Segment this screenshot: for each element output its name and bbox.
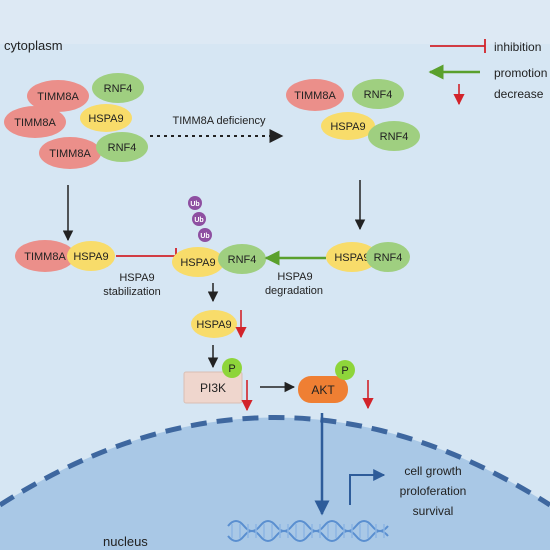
protein-pi3k-label: PI3K <box>200 381 226 395</box>
dna-helix <box>227 520 389 542</box>
legend-inhibition-label: inhibition <box>494 40 541 54</box>
nucleus-region <box>0 417 550 550</box>
legend-promotion-label: promotion <box>494 66 547 80</box>
stabilization-label-line2: stabilization <box>103 286 160 298</box>
complex-hspa9-rnf4: HSPA9 RNF4 <box>326 242 410 272</box>
protein-hspa9 <box>321 112 375 140</box>
nucleus-label: nucleus <box>103 534 148 549</box>
protein-timm8a <box>286 79 344 111</box>
protein-rnf4 <box>368 121 420 151</box>
complex-hspa9-rnf4-ubiquitinated: HSPA9 RNF4 <box>172 244 266 277</box>
phospho-akt <box>335 360 355 380</box>
protein-timm8a <box>4 106 66 138</box>
protein-hspa9-label: HSPA9 <box>88 113 123 125</box>
protein-hspa9-label: HSPA9 <box>73 251 108 263</box>
protein-hspa9-label: HSPA9 <box>196 319 231 331</box>
legend-decrease-label: decrease <box>494 87 544 101</box>
protein-hspa9-free <box>191 310 237 338</box>
legend: inhibition promotion decrease <box>428 39 547 106</box>
cytoplasm-label: cytoplasm <box>4 38 63 53</box>
ubiquitin-label: Ub <box>194 217 203 224</box>
protein-pi3k <box>183 371 243 404</box>
protein-rnf4-label: RNF4 <box>228 254 257 266</box>
ubiquitin-bead <box>192 212 206 226</box>
protein-hspa9 <box>172 247 224 277</box>
protein-rnf4-label: RNF4 <box>104 83 133 95</box>
protein-rnf4-label: RNF4 <box>364 89 393 101</box>
protein-akt-label: AKT <box>311 383 335 397</box>
outcome-proliferation: proloferation <box>400 484 467 498</box>
protein-rnf4-label: RNF4 <box>374 252 403 264</box>
complex-timm8a-hspa9: TIMM8A HSPA9 <box>15 240 115 272</box>
protein-rnf4 <box>92 73 144 103</box>
phospho-pi3k <box>222 358 242 378</box>
protein-timm8a-label: TIMM8A <box>37 91 79 103</box>
protein-hspa9-label: HSPA9 <box>334 252 369 264</box>
phospho-label: P <box>341 365 348 377</box>
protein-rnf4 <box>218 244 266 274</box>
protein-timm8a <box>15 240 75 272</box>
protein-rnf4-label: RNF4 <box>108 142 137 154</box>
protein-timm8a <box>39 137 101 169</box>
stabilization-label-line1: HSPA9 <box>119 272 154 284</box>
protein-rnf4 <box>96 132 148 162</box>
protein-rnf4 <box>352 79 404 109</box>
deficiency-label: TIMM8A deficiency <box>173 115 266 127</box>
outcome-survival: survival <box>413 504 454 518</box>
ubiquitin-label: Ub <box>200 233 209 240</box>
protein-akt <box>298 376 348 403</box>
protein-timm8a <box>27 80 89 112</box>
protein-hspa9 <box>67 241 115 271</box>
phospho-label: P <box>228 363 235 375</box>
ubiquitin-bead <box>198 228 212 242</box>
top-band <box>0 0 550 44</box>
protein-rnf4-label: RNF4 <box>380 131 409 143</box>
protein-timm8a-label: TIMM8A <box>294 90 336 102</box>
outcome-cell-growth: cell growth <box>404 464 461 478</box>
protein-hspa9 <box>80 104 132 132</box>
protein-timm8a-label: TIMM8A <box>14 117 56 129</box>
nuclear-membrane <box>0 415 550 508</box>
degradation-label-line2: degradation <box>265 285 323 297</box>
ubiquitin-bead <box>188 196 202 210</box>
ubiquitin-label: Ub <box>190 201 199 208</box>
protein-timm8a-label: TIMM8A <box>24 251 66 263</box>
protein-hspa9-label: HSPA9 <box>330 121 365 133</box>
degradation-label-line1: HSPA9 <box>277 271 312 283</box>
protein-hspa9-label: HSPA9 <box>180 257 215 269</box>
protein-rnf4 <box>366 242 410 272</box>
complex-left: TIMM8A RNF4 TIMM8A HSPA9 TIMM8A RNF4 <box>4 73 148 169</box>
ubiquitin-chain: Ub Ub Ub <box>188 196 212 242</box>
transcription-arrow <box>349 469 386 505</box>
complex-right: TIMM8A RNF4 HSPA9 RNF4 <box>286 79 420 151</box>
protein-hspa9 <box>326 242 378 272</box>
protein-timm8a-label: TIMM8A <box>49 148 91 160</box>
